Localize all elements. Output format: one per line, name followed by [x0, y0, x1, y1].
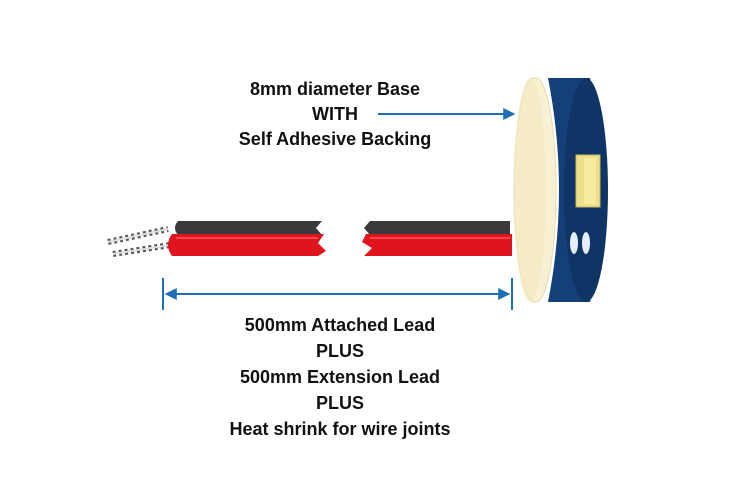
solder-pad: [582, 232, 590, 254]
base-label-line: 8mm diameter Base: [249, 79, 421, 99]
lead-length-dimension: [162, 278, 513, 310]
sensor: [513, 77, 608, 303]
lead-label-line: 500mm Extension Lead: [239, 367, 441, 387]
lead-label-line: PLUS: [315, 393, 364, 413]
wire-segment-right: [362, 221, 512, 256]
wire-segment-left: [168, 221, 326, 256]
lead-label-line: PLUS: [315, 341, 364, 361]
lead-label-line: 500mm Attached Lead: [244, 315, 436, 335]
base-label: 8mm diameter Base WITH Self Adhesive Bac…: [200, 77, 470, 152]
base-label-line: Self Adhesive Backing: [238, 129, 432, 149]
lead-label-line: Heat shrink for wire joints: [229, 419, 451, 439]
stripped-wire-ends: [107, 226, 171, 257]
solder-pad: [570, 232, 578, 254]
base-label-line: WITH: [312, 104, 358, 124]
lead-label: 500mm Attached Lead PLUS 500mm Extension…: [190, 312, 490, 442]
